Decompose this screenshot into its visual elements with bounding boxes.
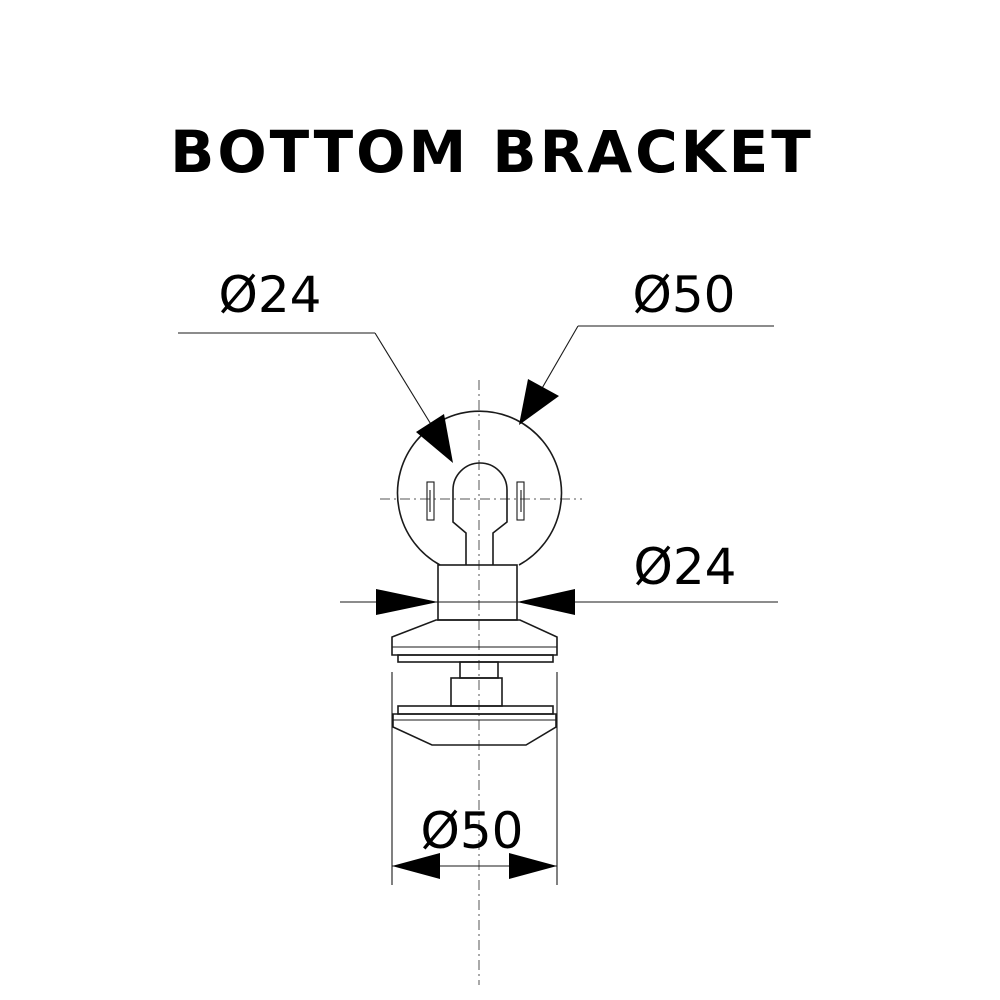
lower-flange	[392, 713, 557, 746]
center-lines	[380, 380, 582, 985]
bracket-outline	[391, 410, 563, 746]
lower-flange-plate	[397, 705, 554, 715]
arrow-bottom-left	[392, 853, 440, 879]
dimension-label-middle-right: Ø24	[634, 538, 737, 596]
dimension-label-bottom: Ø50	[421, 802, 524, 860]
outer-ring	[396, 410, 563, 566]
left-pin-slot	[426, 481, 435, 521]
arrow-middle-left	[376, 589, 438, 615]
dimension-top-right: Ø50	[519, 266, 774, 425]
dimension-bottom: Ø50	[391, 672, 558, 885]
inner-eye	[452, 462, 508, 565]
arrow-middle-right	[517, 589, 575, 615]
arrow-top-left	[416, 414, 453, 463]
stem-body	[450, 677, 503, 707]
dimension-label-top-right: Ø50	[633, 266, 736, 324]
dimension-top-left: Ø24	[178, 266, 453, 463]
dimension-middle-right: Ø24	[340, 538, 778, 615]
drawing-title: BOTTOM BRACKET	[170, 118, 814, 186]
dimension-label-top-left: Ø24	[219, 266, 322, 324]
arrow-bottom-right	[509, 853, 557, 879]
right-pin-slot	[516, 481, 525, 521]
upper-flange	[391, 619, 558, 656]
upper-flange-base	[397, 654, 554, 663]
arrow-top-right	[519, 379, 559, 425]
neck-block	[437, 564, 518, 621]
